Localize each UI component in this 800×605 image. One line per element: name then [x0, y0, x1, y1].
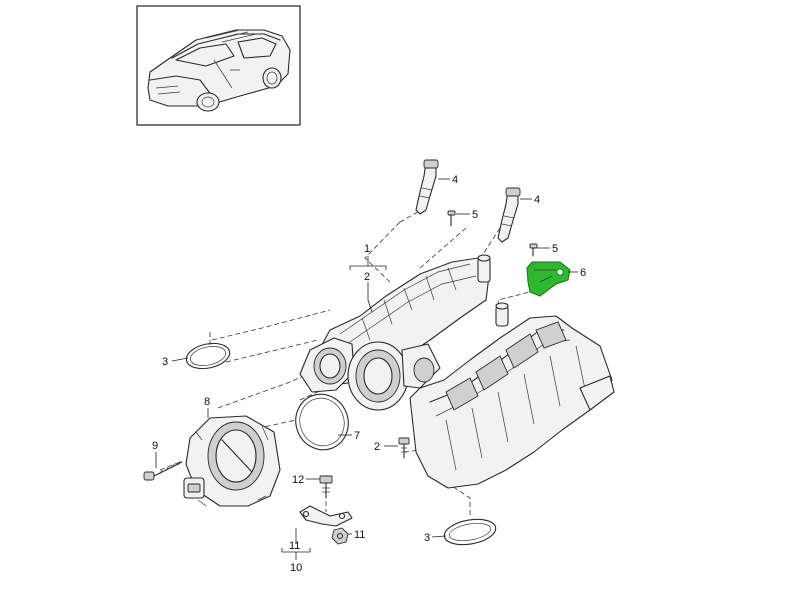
highlight-fill	[526, 261, 571, 297]
vehicle-thumbnail-icon	[147, 29, 291, 112]
bracket[interactable]	[299, 505, 353, 527]
screw-lower[interactable]	[398, 437, 410, 459]
gasket-bottom[interactable]	[442, 516, 497, 549]
callout-2-lower[interactable]: 2	[374, 441, 380, 453]
callout-11-bracket[interactable]: 11	[289, 540, 300, 552]
throttle-body[interactable]	[183, 415, 281, 507]
vehicle-thumbnail[interactable]	[136, 5, 301, 126]
nut[interactable]	[331, 527, 349, 545]
highlighted-sensor[interactable]	[526, 261, 571, 297]
callout-1[interactable]: 1	[364, 243, 370, 255]
o-ring[interactable]	[288, 387, 356, 457]
callout-5-right[interactable]: 5	[552, 243, 558, 255]
bolt-throttle[interactable]	[143, 460, 183, 481]
callout-4-right[interactable]: 4	[534, 194, 540, 206]
gasket-left[interactable]	[184, 340, 232, 373]
callout-3-bottom[interactable]: 3	[424, 532, 430, 544]
callout-9[interactable]: 9	[152, 440, 158, 452]
screw-upper-right[interactable]	[529, 243, 538, 257]
callout-3-left[interactable]: 3	[162, 356, 168, 368]
callout-10[interactable]: 10	[290, 562, 302, 574]
callout-7[interactable]: 7	[354, 430, 360, 442]
callout-12[interactable]: 12	[292, 474, 304, 486]
fuel-injector-left[interactable]	[415, 159, 439, 215]
callout-leaders	[155, 178, 578, 560]
screw-upper-left[interactable]	[447, 210, 456, 227]
callout-8[interactable]: 8	[204, 396, 210, 408]
callout-4-left[interactable]: 4	[452, 174, 458, 186]
callout-6[interactable]: 6	[580, 267, 586, 279]
intake-manifold[interactable]	[299, 254, 615, 489]
callout-2[interactable]: 2	[364, 271, 370, 283]
screw-bracket[interactable]	[319, 475, 333, 499]
callout-11-right[interactable]: 11	[354, 529, 365, 541]
callout-labels: 1 2 3 3 4 4 5 5 6 7 8 9 10 11 11 2 12	[152, 174, 586, 574]
fuel-injector-right[interactable]	[497, 187, 521, 243]
callout-5-left[interactable]: 5	[472, 209, 478, 221]
